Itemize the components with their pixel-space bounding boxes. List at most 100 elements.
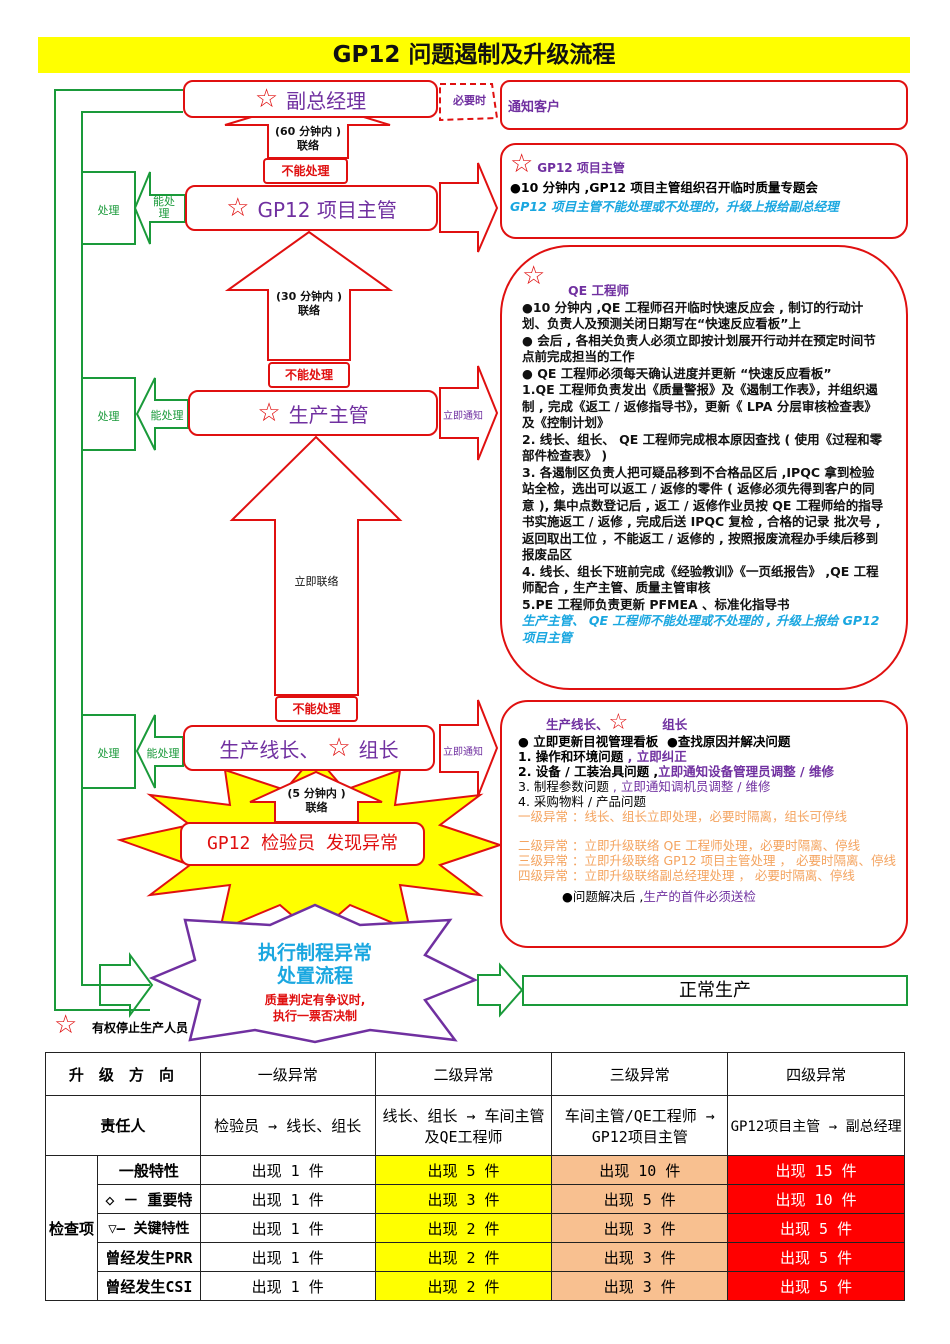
handle-label: 处理 — [97, 204, 120, 217]
team-leader-label: 组长 — [358, 737, 399, 762]
owner-cell: 检验员 → 线长、组长 — [199, 1095, 376, 1156]
qe-escalate: 生产主管、 QE 工程师不能处理或不处理的 , 升级上报给 GP12 项目主管 — [522, 613, 880, 645]
qe-line: ● QE 工程师必须每天确认进度并更新 “快速反应看板” — [522, 365, 832, 381]
line-bullet: ● 立即更新目视管理看板 — [518, 734, 659, 749]
cell: 出现 3 件 — [551, 1271, 729, 1301]
normal-production-box: 正常生产 — [522, 975, 908, 1006]
cell: 出现 3 件 — [374, 1184, 553, 1214]
page-title: GP12 问题遏制及升级流程 — [38, 37, 910, 73]
group-label: 检查项 — [45, 1155, 98, 1301]
cell: 出现 1 件 — [199, 1242, 376, 1272]
notify-now-label: 立即通知 — [443, 747, 483, 758]
notify-now-label: 立即通知 — [443, 411, 483, 422]
qe-line: 5.PE 工程师负责更新 PFMEA 、标准化指导书 — [522, 596, 790, 612]
vp-box: ☆ 副总经理 — [183, 80, 438, 118]
cant-handle-1: 不能处理 — [263, 158, 348, 184]
line-leader-label: 生产线长、 — [219, 737, 320, 762]
legend-label: 有权停止生产人员 — [92, 1021, 189, 1035]
cell: 出现 1 件 — [199, 1271, 376, 1301]
cell: 出现 1 件 — [199, 1184, 376, 1214]
level-4-text: 四级异常 ：立即升级联络副总经理处理 ， 必要时隔离、停线 — [518, 868, 855, 883]
line-item-action: , 立即纠正 — [623, 749, 687, 764]
owner-cell: GP12项目主管 → 副总经理 — [727, 1095, 905, 1156]
header-level: 二级异常 — [374, 1052, 553, 1096]
qe-line: ●10 分钟内 ,QE 工程师召开临时快速反应会 , 制订的行动计划、负责人及预… — [522, 299, 864, 332]
star-icon: ☆ — [257, 398, 281, 428]
final-note-action: 生产的首件必须送检 — [643, 889, 756, 904]
dispute-note: 质量判定有争议时,执行一票否决制 — [264, 993, 366, 1023]
star-icon: ☆ — [226, 193, 250, 223]
gp12-manager-box: ☆GP12 项目主管 — [185, 185, 438, 231]
gp12-info-title: GP12 项目主管 — [537, 161, 625, 175]
gp12-info-escalate: GP12 项目主管不能处理或不处理的，升级上报给副总经理 — [510, 199, 839, 214]
item-label: 曾经发生PRR — [96, 1242, 201, 1272]
cell: 出现 10 件 — [551, 1155, 729, 1185]
cell: 出现 3 件 — [551, 1213, 729, 1243]
can-handle-label: 能处理 — [146, 747, 180, 760]
handle-label: 处理 — [97, 747, 120, 760]
line-item: 4. 采购物料 / 产品问题 — [518, 794, 647, 809]
star-icon: ☆ — [54, 1010, 78, 1040]
line-info-box: 生产线长、☆组长 ● 立即更新目视管理看板 ●查找原因并解决问题 1. 操作和环… — [500, 700, 908, 948]
cell: 出现 10 件 — [727, 1184, 905, 1214]
cell: 出现 5 件 — [727, 1271, 905, 1301]
qe-info-box: ☆ QE 工程师 ●10 分钟内 ,QE 工程师召开临时快速反应会 , 制订的行… — [500, 245, 908, 690]
cell: 出现 1 件 — [199, 1155, 376, 1185]
cell: 出现 3 件 — [551, 1242, 729, 1272]
line-item: 1. 操作和环境问题 — [518, 749, 624, 764]
gp12-info-box: ☆ GP12 项目主管 ●10 分钟内 ,GP12 项目主管组织召开临时质量专题… — [500, 143, 908, 239]
item-label: ◇ － 重要特 — [96, 1184, 201, 1214]
cell: 出现 2 件 — [374, 1271, 553, 1301]
qe-line: 2. 线长、组长、 QE 工程师完成根本原因查找 ( 使用《过程和零部件检查表》… — [522, 431, 883, 464]
owner-cell: 线长、组长 → 车间主管及QE工程师 — [374, 1095, 553, 1156]
line-item: 2. 设备 / 工装治具问题 , — [518, 764, 659, 779]
header-owner: 责任人 — [45, 1095, 201, 1156]
line-info-title2: 组长 — [662, 717, 688, 732]
link30-label: (30 分钟内 )联络 — [275, 290, 343, 317]
cell: 出现 1 件 — [199, 1213, 376, 1243]
qe-info-title: QE 工程师 — [568, 283, 630, 298]
line-leader-box: 生产线长、 ☆ 组长 — [183, 725, 435, 771]
header-level: 四级异常 — [727, 1052, 905, 1096]
header-level: 一级异常 — [199, 1052, 376, 1096]
level-3-text: 三级异常 ：立即升级联络 GP12 项目主管处理 ， 必要时隔离、停线 — [518, 853, 896, 868]
notify-customer-box: 通知客户 — [500, 80, 908, 130]
cell: 出现 5 件 — [374, 1155, 553, 1185]
qe-line: 3. 各遏制区负责人把可疑品移到不合格品区后 ,IPQC 拿到检验站全检，选出可… — [522, 464, 884, 563]
cell: 出现 15 件 — [727, 1155, 905, 1185]
cell: 出现 5 件 — [551, 1184, 729, 1214]
star-icon: ☆ — [608, 710, 629, 735]
cell: 出现 2 件 — [374, 1242, 553, 1272]
star-icon: ☆ — [327, 733, 351, 763]
link-now-label: 立即联络 — [294, 575, 339, 588]
prod-manager-box: ☆ 生产主管 — [188, 390, 438, 436]
notify-customer-label: 通知客户 — [508, 100, 561, 115]
qe-line: 1.QE 工程师负责发出《质量警报》及《遏制工作表》，并组织遏制 , 完成《返工… — [522, 382, 878, 430]
line-item-action: 立即通知设备管理员调整 / 维修 — [658, 764, 834, 779]
prod-manager-label: 生产主管 — [288, 402, 369, 427]
vp-label: 副总经理 — [286, 88, 367, 113]
escalation-table: 升 级 方 向一级异常二级异常三级异常四级异常 责任人检验员 → 线长、组长线长… — [45, 1052, 905, 1301]
item-label: ▽— 关键特性 — [96, 1213, 201, 1243]
table-row: ◇ － 重要特出现 1 件出现 3 件出现 5 件出现 10 件 — [46, 1184, 905, 1214]
link60-label: (60 分钟内 )联络 — [274, 125, 342, 152]
line-item-action: , 立即通知调机员调整 / 维修 — [608, 779, 771, 794]
level-2-text: 二级异常 ：立即升级联络 QE 工程师处理，必要时隔离、停线 — [518, 838, 861, 853]
process-title: 执行制程异常处置流程 — [257, 942, 372, 987]
star-icon: ☆ — [510, 149, 534, 179]
can-handle-label: 能处 理 — [153, 195, 175, 220]
gp12-info-line: ●10 分钟内 ,GP12 项目主管组织召开临时质量专题会 — [510, 180, 818, 195]
line-bullet: ●查找原因并解决问题 — [666, 734, 791, 749]
cell: 出现 5 件 — [727, 1242, 905, 1272]
header-level: 三级异常 — [551, 1052, 729, 1096]
cell: 出现 5 件 — [727, 1213, 905, 1243]
cant-handle-3: 不能处理 — [275, 696, 358, 722]
cant-handle-2: 不能处理 — [268, 362, 350, 388]
level-1-text: 一级异常 ：线长、组长立即处理，必要时隔离，组长可停线 — [518, 809, 847, 824]
star-icon: ☆ — [254, 84, 279, 114]
header-direction: 升 级 方 向 — [45, 1052, 201, 1096]
inspector-box: GP12 检验员 发现异常 — [180, 822, 425, 866]
when-needed-label: 必要时 — [453, 94, 486, 107]
